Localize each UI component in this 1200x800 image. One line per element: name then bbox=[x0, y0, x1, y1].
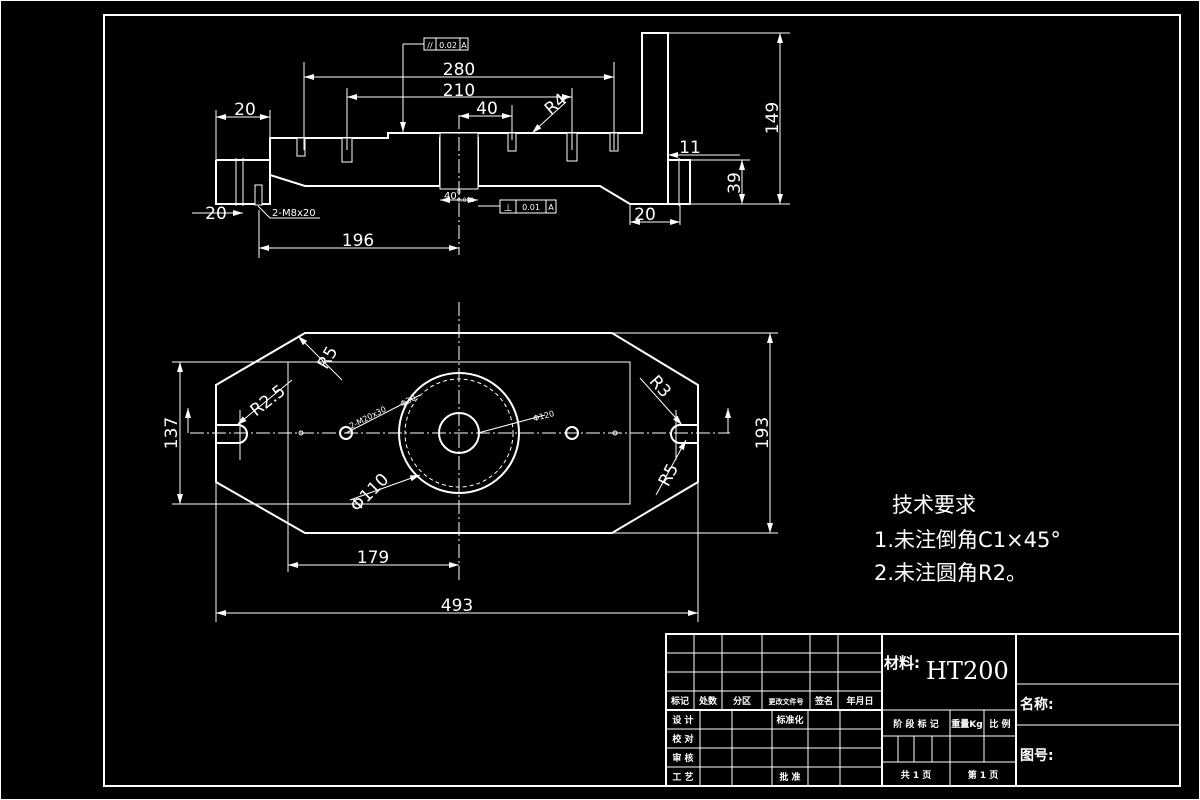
weight-label: 重量Kg bbox=[951, 718, 982, 730]
boss-circle-phi110 bbox=[404, 378, 514, 488]
page-number: 第 1 页 bbox=[968, 769, 999, 781]
dim-20-right: 20 bbox=[634, 205, 656, 225]
header-mark: 标记 bbox=[670, 695, 689, 707]
dim-r5-top: R5 bbox=[314, 343, 343, 373]
row-design: 设 计 bbox=[672, 714, 693, 726]
perp-datum: A bbox=[548, 203, 554, 212]
title-block: 材料: HT200 名称: 图号: 标记 处数 分区 更改文件号 签名 年月日 … bbox=[665, 633, 1181, 787]
phi120-leader bbox=[477, 414, 546, 434]
dim-193: 193 bbox=[753, 417, 773, 449]
scale-label: 比 例 bbox=[989, 718, 1010, 730]
left-u-slot bbox=[216, 424, 248, 444]
dim-phi110: Φ110 bbox=[347, 470, 394, 517]
dim-r5-right: R5 bbox=[655, 460, 683, 489]
dim-137: 137 bbox=[162, 417, 182, 449]
drawing-no-label: 图号: bbox=[1020, 748, 1054, 764]
r4-leader bbox=[531, 101, 567, 134]
phi110-leader bbox=[349, 474, 421, 501]
dim-493: 493 bbox=[441, 596, 473, 616]
dim-40-tol: 40 bbox=[444, 191, 457, 202]
dim-280: 280 bbox=[443, 60, 475, 80]
tech-title: 技术要求 bbox=[892, 493, 976, 517]
r5-leader bbox=[297, 335, 343, 381]
standardize-label: 标准化 bbox=[775, 714, 803, 726]
row-process: 工 艺 bbox=[672, 771, 693, 783]
thread-label-m20: 2-M20x30 bbox=[348, 405, 388, 431]
header-zone: 分区 bbox=[733, 695, 751, 707]
dim-r3: R3 bbox=[645, 372, 675, 402]
tech-item-1: 1.未注倒角C1×45° bbox=[874, 528, 1061, 552]
dim-phi120: Φ120 bbox=[532, 409, 555, 423]
dim-r4: R4 bbox=[541, 90, 571, 120]
technical-requirements: 技术要求 1.未注倒角C1×45° 2.未注圆角R2。 bbox=[874, 493, 1061, 585]
tol-upper: 0 bbox=[457, 189, 461, 196]
thread-hole bbox=[296, 137, 306, 157]
name-label: 名称: bbox=[1020, 696, 1054, 713]
thread-leader bbox=[257, 205, 271, 219]
dim-179: 179 bbox=[357, 548, 389, 568]
drawing-frame bbox=[103, 14, 1181, 787]
dim-39: 39 bbox=[725, 172, 745, 194]
parallel-datum: A bbox=[461, 41, 467, 50]
r3-leader bbox=[639, 377, 683, 426]
header-date: 年月日 bbox=[846, 695, 873, 707]
total-pages: 共 1 页 bbox=[901, 769, 932, 781]
thread-label-m8: 2-M8x20 bbox=[272, 208, 316, 219]
row-review: 审 核 bbox=[672, 752, 693, 764]
dim-40: 40 bbox=[476, 99, 498, 119]
r25-leader bbox=[236, 379, 293, 426]
r5-right-leader bbox=[655, 439, 687, 496]
stage-mark-label: 阶 段 标 记 bbox=[893, 718, 938, 730]
right-u-slot bbox=[670, 424, 698, 444]
material-value: HT200 bbox=[926, 657, 1009, 685]
dim-149: 149 bbox=[763, 102, 783, 134]
perp-value: 0.01 bbox=[522, 203, 540, 212]
small-hole bbox=[298, 430, 304, 436]
approve-label: 批 准 bbox=[779, 771, 800, 783]
dim-phi30: Φ30 bbox=[399, 393, 418, 409]
row-check: 校 对 bbox=[672, 733, 693, 745]
boss-circle-phi120 bbox=[398, 372, 520, 494]
thread-hole bbox=[254, 184, 263, 206]
tech-item-2: 2.未注圆角R2。 bbox=[874, 561, 1027, 585]
material-label: 材料: bbox=[884, 654, 920, 672]
dim-20-bottom: 20 bbox=[205, 204, 227, 224]
plan-view: R5 R2.5 R3 R5 2-M20x30 Φ30 Φ120 Φ110 137… bbox=[162, 302, 778, 622]
header-change-doc: 更改文件号 bbox=[769, 697, 804, 706]
dim-11: 11 bbox=[679, 138, 701, 158]
parallel-symbol: // bbox=[427, 41, 433, 50]
header-sign: 签名 bbox=[814, 695, 833, 707]
dim-210: 210 bbox=[443, 81, 475, 101]
dim-196: 196 bbox=[342, 231, 374, 251]
dim-20-left: 20 bbox=[234, 100, 256, 120]
small-hole bbox=[612, 430, 618, 436]
parallelism-tolerance-frame: // 0.02 A bbox=[423, 37, 469, 51]
perp-symbol: ⊥ bbox=[504, 203, 513, 214]
perpendicularity-tolerance-frame: ⊥ 0.01 A bbox=[499, 199, 557, 214]
section-view: 280 210 40 R4 // 0.02 A 20 20 bbox=[192, 32, 790, 258]
parallel-value: 0.02 bbox=[439, 41, 457, 50]
hole-m20-left bbox=[339, 426, 353, 440]
header-count: 处数 bbox=[698, 695, 718, 707]
hole-m20-right bbox=[565, 426, 579, 440]
thread-leader bbox=[345, 394, 421, 434]
tol-lower: 0.081 bbox=[457, 197, 474, 204]
